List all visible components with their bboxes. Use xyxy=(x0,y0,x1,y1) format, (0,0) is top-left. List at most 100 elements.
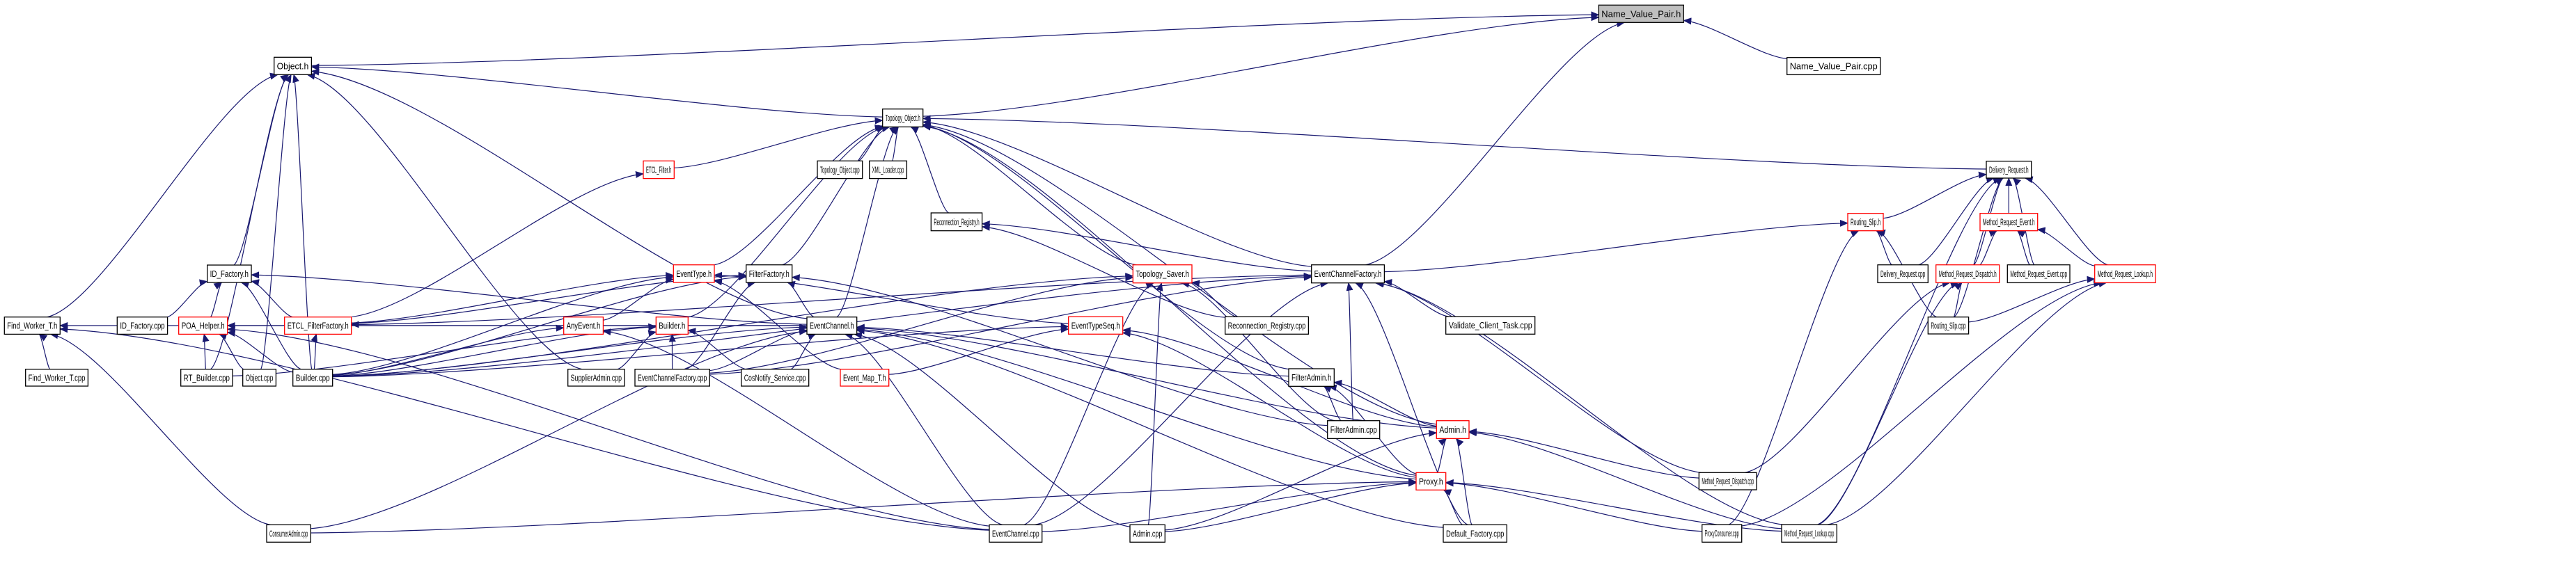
node-event-map-t-h[interactable]: Event_Map_T.h xyxy=(840,369,890,387)
node-method-request-dispatch-h[interactable]: Method_Request_Dispatch.h xyxy=(1935,264,2000,284)
node-box[interactable] xyxy=(1877,264,1929,284)
node-eventtypeseq-h[interactable]: EventTypeSeq.h xyxy=(1068,316,1124,335)
node-box[interactable] xyxy=(1436,420,1470,440)
node-box[interactable] xyxy=(1068,316,1124,335)
node-box[interactable] xyxy=(3,317,61,335)
node-xml-loader-cpp[interactable]: XML_Loader.cpp xyxy=(869,160,908,179)
node-box[interactable] xyxy=(242,369,277,387)
node-supplieradmin-cpp[interactable]: SupplierAdmin.cpp xyxy=(567,369,625,387)
node-id-factory-h[interactable]: ID_Factory.h xyxy=(207,264,252,283)
node-box[interactable] xyxy=(869,160,908,179)
node-anyevent-h[interactable]: AnyEvent.h xyxy=(563,317,604,335)
node-box[interactable] xyxy=(178,317,228,335)
node-eventchannelfactory-h[interactable]: EventChannelFactory.h xyxy=(1311,264,1385,284)
node-box[interactable] xyxy=(1129,524,1165,543)
node-admin-cpp[interactable]: Admin.cpp xyxy=(1129,524,1165,543)
node-box[interactable] xyxy=(1979,213,2039,232)
node-eventchannel-cpp[interactable]: EventChannel.cpp xyxy=(989,524,1043,543)
node-box[interactable] xyxy=(930,212,983,232)
node-poa-helper-h[interactable]: POA_Helper.h xyxy=(178,317,228,335)
node-cosnotify-service-cpp[interactable]: CosNotify_Service.cpp xyxy=(741,369,810,387)
node-topology-object-h[interactable]: Topology_Object.h xyxy=(882,109,924,128)
node-box[interactable] xyxy=(1225,316,1310,335)
node-find-worker-t-h[interactable]: Find_Worker_T.h xyxy=(3,317,61,335)
node-eventchannel-h[interactable]: EventChannel.h xyxy=(806,317,858,335)
node-box[interactable] xyxy=(1986,161,2032,179)
node-delivery-request-cpp[interactable]: Delivery_Request.cpp xyxy=(1877,264,1929,284)
node-box[interactable] xyxy=(563,317,604,335)
node-etcl-filterfactory-h[interactable]: ETCL_FilterFactory.h xyxy=(284,317,352,335)
node-box[interactable] xyxy=(292,369,333,387)
node-box[interactable] xyxy=(746,264,793,283)
node-default-factory-cpp[interactable]: Default_Factory.cpp xyxy=(1443,524,1507,543)
node-eventtype-h[interactable]: EventType.h xyxy=(673,264,715,283)
node-box[interactable] xyxy=(817,160,863,179)
node-id-factory-cpp[interactable]: ID_Factory.cpp xyxy=(116,317,168,335)
node-method-request-event-cpp[interactable]: Method_Request_Event.cpp xyxy=(2006,264,2071,284)
node-box[interactable] xyxy=(2006,264,2071,284)
node-topology-saver-h[interactable]: Topology_Saver.h xyxy=(1132,264,1193,284)
node-box[interactable] xyxy=(643,160,675,179)
node-box[interactable] xyxy=(1927,317,1970,335)
node-reconnection-registry-cpp[interactable]: Reconnection_Registry.cpp xyxy=(1225,316,1310,335)
node-method-request-lookup-h[interactable]: Method_Request_Lookup.h xyxy=(2094,264,2156,284)
node-filteradmin-h[interactable]: FilterAdmin.h xyxy=(1288,368,1335,387)
node-box[interactable] xyxy=(274,56,313,75)
node-box[interactable] xyxy=(1781,524,1837,543)
node-box[interactable] xyxy=(741,369,810,387)
node-reconnection-registry-h[interactable]: Reconnection_Registry.h xyxy=(930,212,983,232)
node-eventchannelfactory-cpp[interactable]: EventChannelFactory.cpp xyxy=(634,369,710,387)
node-admin-h[interactable]: Admin.h xyxy=(1436,420,1470,440)
node-object-h[interactable]: Object.h xyxy=(274,56,313,75)
node-box[interactable] xyxy=(1415,472,1447,490)
node-nvp-h[interactable]: Name_Value_Pair.h xyxy=(1598,4,1684,23)
node-etcl-filter-h[interactable]: ETCL_Filter.h xyxy=(643,160,675,179)
node-find-worker-t-cpp[interactable]: Find_Worker_T.cpp xyxy=(25,369,89,387)
node-box[interactable] xyxy=(806,317,858,335)
node-box[interactable] xyxy=(207,264,252,283)
node-proxy-h[interactable]: Proxy.h xyxy=(1415,472,1447,490)
node-object-cpp[interactable]: Object.cpp xyxy=(242,369,277,387)
node-method-request-event-h[interactable]: Method_Request_Event.h xyxy=(1979,213,2039,232)
node-box[interactable] xyxy=(284,317,352,335)
node-box[interactable] xyxy=(1445,316,1536,335)
node-rt-builder-cpp[interactable]: RT_Builder.cpp xyxy=(180,369,233,387)
node-box[interactable] xyxy=(1702,524,1743,543)
node-builder-h[interactable]: Builder.h xyxy=(655,317,689,335)
node-box[interactable] xyxy=(2094,264,2156,284)
node-box[interactable] xyxy=(655,317,689,335)
node-filteradmin-cpp[interactable]: FilterAdmin.cpp xyxy=(1327,420,1381,440)
node-nvp-cpp[interactable]: Name_Value_Pair.cpp xyxy=(1786,57,1881,76)
node-box[interactable] xyxy=(1288,368,1335,387)
node-box[interactable] xyxy=(673,264,715,283)
node-box[interactable] xyxy=(1327,420,1381,440)
node-box[interactable] xyxy=(989,524,1043,543)
node-method-request-dispatch-cpp[interactable]: Method_Request_Dispatch.cpp xyxy=(1698,472,1757,490)
node-delivery-request-h[interactable]: Delivery_Request.h xyxy=(1986,161,2032,179)
node-routing-slip-h[interactable]: Routing_Slip.h xyxy=(1847,213,1884,232)
node-box[interactable] xyxy=(1132,264,1193,284)
node-box[interactable] xyxy=(1847,213,1884,232)
node-method-request-lookup-cpp[interactable]: Method_Request_Lookup.cpp xyxy=(1781,524,1837,543)
node-validate-client-task-cpp[interactable]: Validate_Client_Task.cpp xyxy=(1445,316,1536,335)
node-box[interactable] xyxy=(882,109,924,128)
node-proxyconsumer-cpp[interactable]: ProxyConsumer.cpp xyxy=(1702,524,1743,543)
node-filterfactory-h[interactable]: FilterFactory.h xyxy=(746,264,793,283)
node-box[interactable] xyxy=(116,317,168,335)
node-routing-slip-cpp[interactable]: Routing_Slip.cpp xyxy=(1927,317,1970,335)
node-box[interactable] xyxy=(840,369,890,387)
node-box[interactable] xyxy=(567,369,625,387)
node-box[interactable] xyxy=(1935,264,2000,284)
node-box[interactable] xyxy=(1698,472,1757,490)
node-box[interactable] xyxy=(1443,524,1507,543)
node-box[interactable] xyxy=(25,369,89,387)
node-box[interactable] xyxy=(266,524,311,543)
node-box[interactable] xyxy=(1786,57,1881,76)
node-topology-object-cpp[interactable]: Topology_Object.cpp xyxy=(817,160,863,179)
node-box[interactable] xyxy=(1311,264,1385,284)
node-builder-cpp[interactable]: Builder.cpp xyxy=(292,369,333,387)
node-box[interactable] xyxy=(634,369,710,387)
node-box[interactable] xyxy=(180,369,233,387)
node-consumeradmin-cpp[interactable]: ConsumerAdmin.cpp xyxy=(266,524,311,543)
node-box[interactable] xyxy=(1598,4,1684,23)
